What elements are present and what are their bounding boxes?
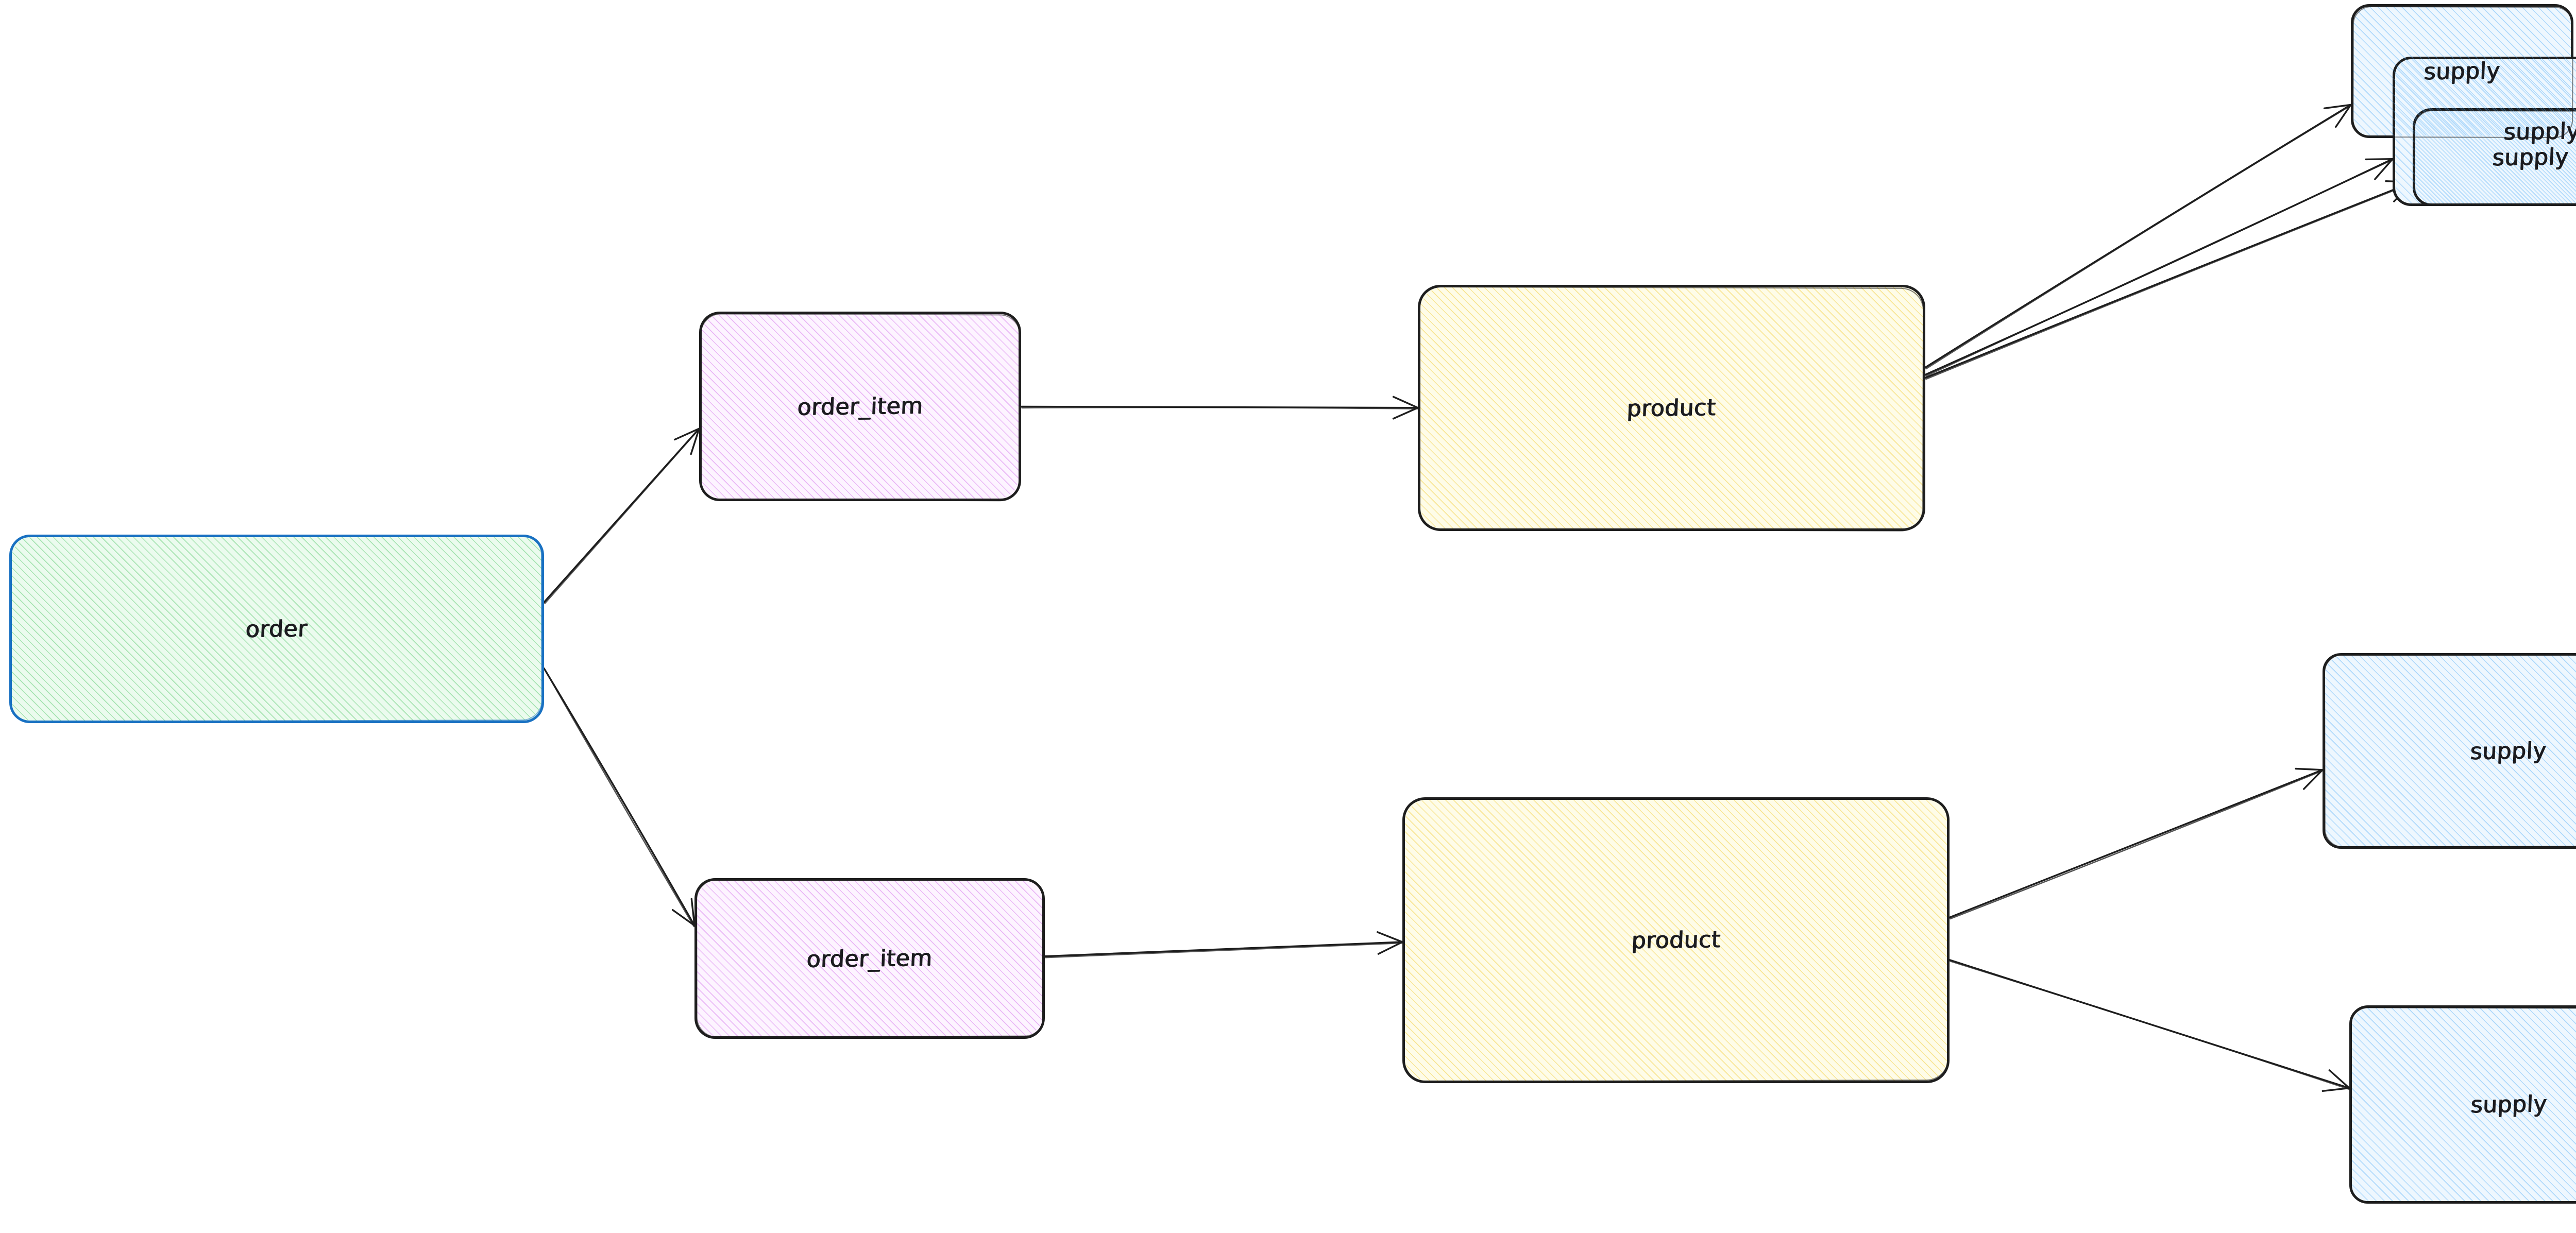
node-label: supply [2492,144,2569,171]
node-label: order_item [806,945,933,972]
node-label: supply [2424,58,2501,85]
node-label: product [1626,394,1717,421]
node-supply_4[interactable]: supply [2323,653,2576,849]
node-product_1[interactable]: product [1418,285,1925,531]
node-label: order [245,615,308,642]
node-label: supply [2470,1091,2548,1118]
node-product_2[interactable]: product [1402,797,1950,1083]
node-label: supply [2503,118,2576,145]
node-order_item_1[interactable]: order_item [699,312,1021,501]
node-label: supply [2470,738,2547,765]
node-supply_5[interactable]: supply [2349,1005,2576,1204]
node-order_item_2[interactable]: order_item [694,878,1045,1039]
node-label: product [1631,927,1721,954]
node-label: order_item [797,392,924,420]
node-order[interactable]: order [9,535,544,723]
